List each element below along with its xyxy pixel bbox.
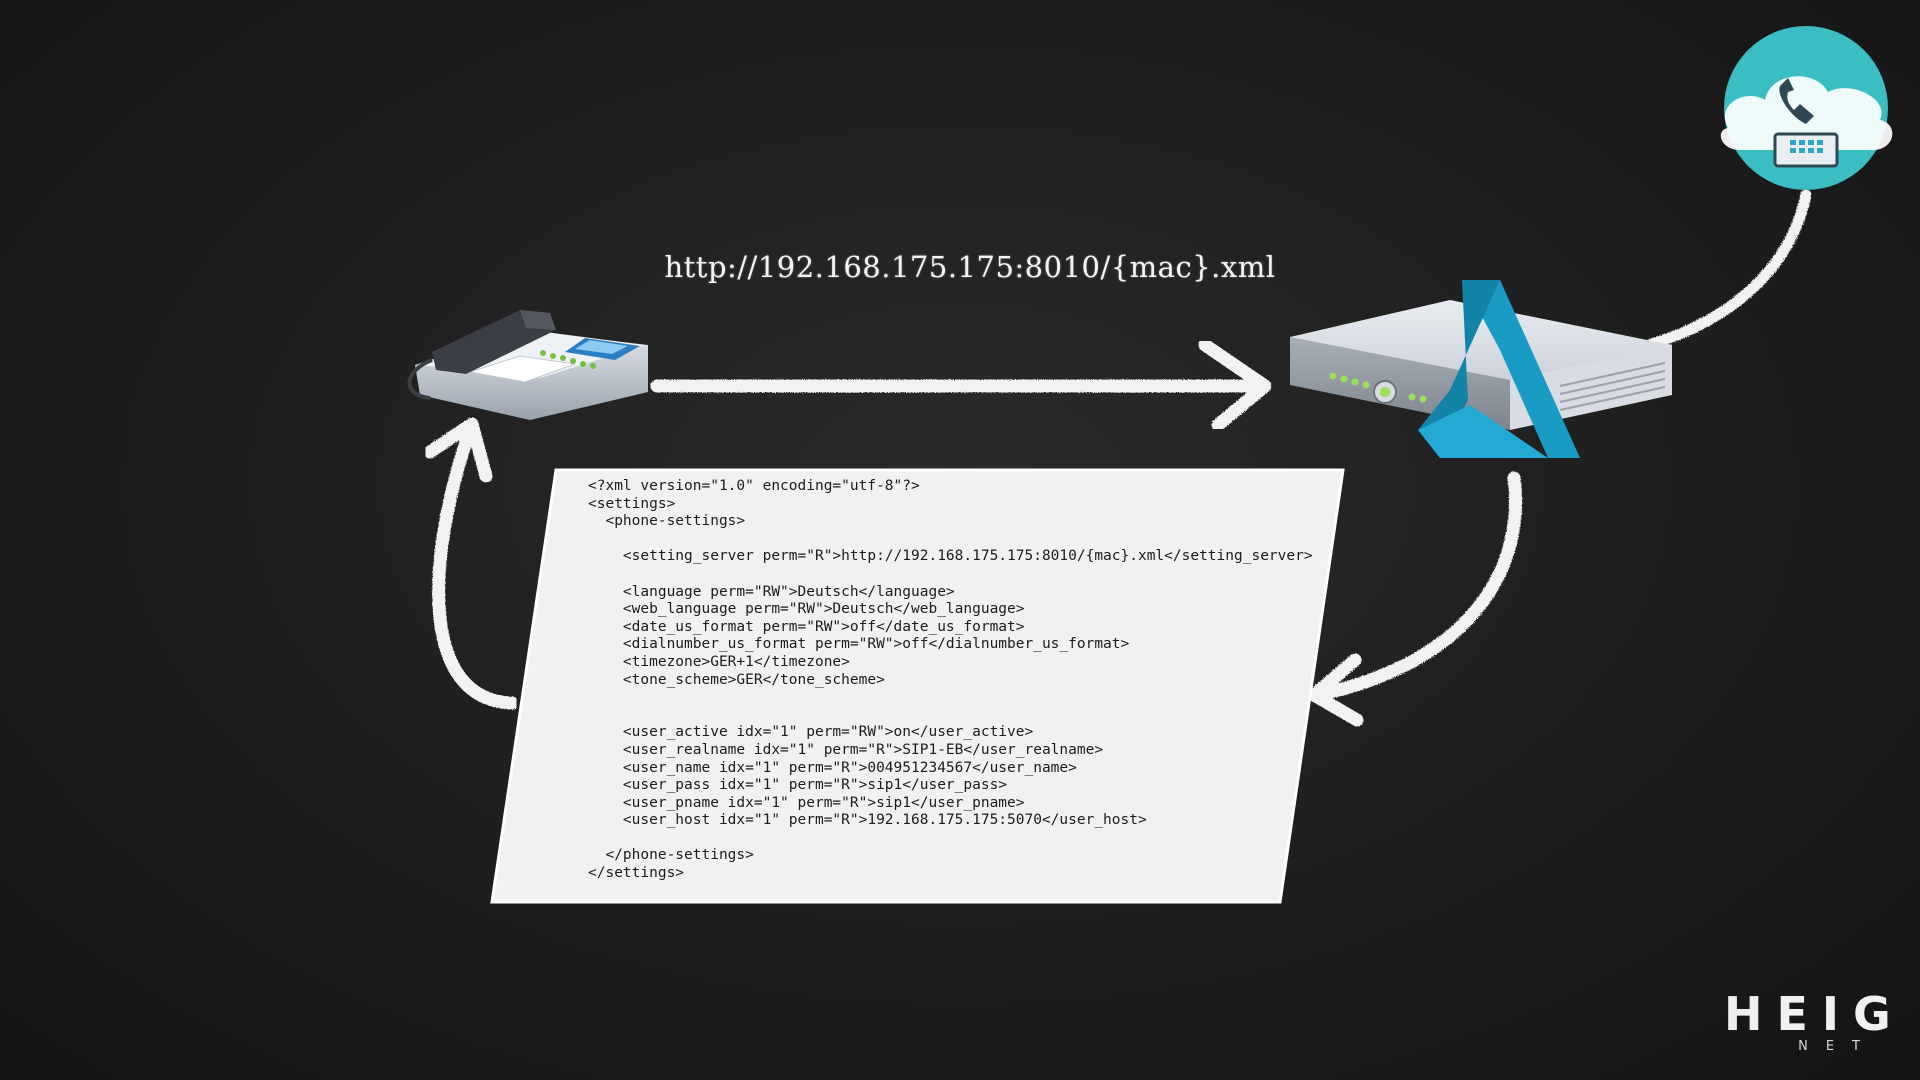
xml-line: <language perm="RW">Deutsch</language> bbox=[588, 584, 1328, 602]
xml-config-text: <?xml version="1.0" encoding="utf-8"?><s… bbox=[588, 478, 1328, 883]
xml-line: </settings> bbox=[588, 865, 1328, 883]
logo-wordmark: HEIG bbox=[1724, 991, 1884, 1037]
xml-line: </phone-settings> bbox=[588, 847, 1328, 865]
xml-line: <settings> bbox=[588, 496, 1328, 514]
xml-line: <user_realname idx="1" perm="R">SIP1-EB<… bbox=[588, 742, 1328, 760]
xml-line: <user_host idx="1" perm="R">192.168.175.… bbox=[588, 812, 1328, 830]
heig-logo: HEIG NET bbox=[1724, 991, 1884, 1054]
arrow-config-to-phone bbox=[430, 424, 512, 703]
xml-line: <tone_scheme>GER</tone_scheme> bbox=[588, 672, 1328, 690]
xml-line bbox=[588, 531, 1328, 549]
xml-line bbox=[588, 707, 1328, 725]
arrow-server-to-config bbox=[1314, 478, 1516, 720]
xml-line: <user_name idx="1" perm="R">004951234567… bbox=[588, 760, 1328, 778]
xml-line: <dialnumber_us_format perm="RW">off</dia… bbox=[588, 636, 1328, 654]
desk-phone-icon bbox=[410, 310, 648, 420]
xml-line bbox=[588, 689, 1328, 707]
xml-line bbox=[588, 830, 1328, 848]
arrow-phone-to-server bbox=[657, 345, 1265, 425]
provisioning-server-icon bbox=[1290, 280, 1672, 458]
logo-subtitle: NET bbox=[1724, 1039, 1884, 1054]
link-cloud-to-server bbox=[1652, 195, 1806, 344]
xml-line: <web_language perm="RW">Deutsch</web_lan… bbox=[588, 601, 1328, 619]
xml-line: <user_pass idx="1" perm="R">sip1</user_p… bbox=[588, 777, 1328, 795]
xml-line bbox=[588, 566, 1328, 584]
xml-line: <user_active idx="1" perm="RW">on</user_… bbox=[588, 724, 1328, 742]
xml-line: <setting_server perm="R">http://192.168.… bbox=[588, 548, 1328, 566]
xml-line: <timezone>GER+1</timezone> bbox=[588, 654, 1328, 672]
cloud-telephony-icon bbox=[1721, 26, 1893, 190]
xml-line: <user_pname idx="1" perm="R">sip1</user_… bbox=[588, 795, 1328, 813]
xml-line: <?xml version="1.0" encoding="utf-8"?> bbox=[588, 478, 1328, 496]
xml-line: <date_us_format perm="RW">off</date_us_f… bbox=[588, 619, 1328, 637]
xml-line: <phone-settings> bbox=[588, 513, 1328, 531]
